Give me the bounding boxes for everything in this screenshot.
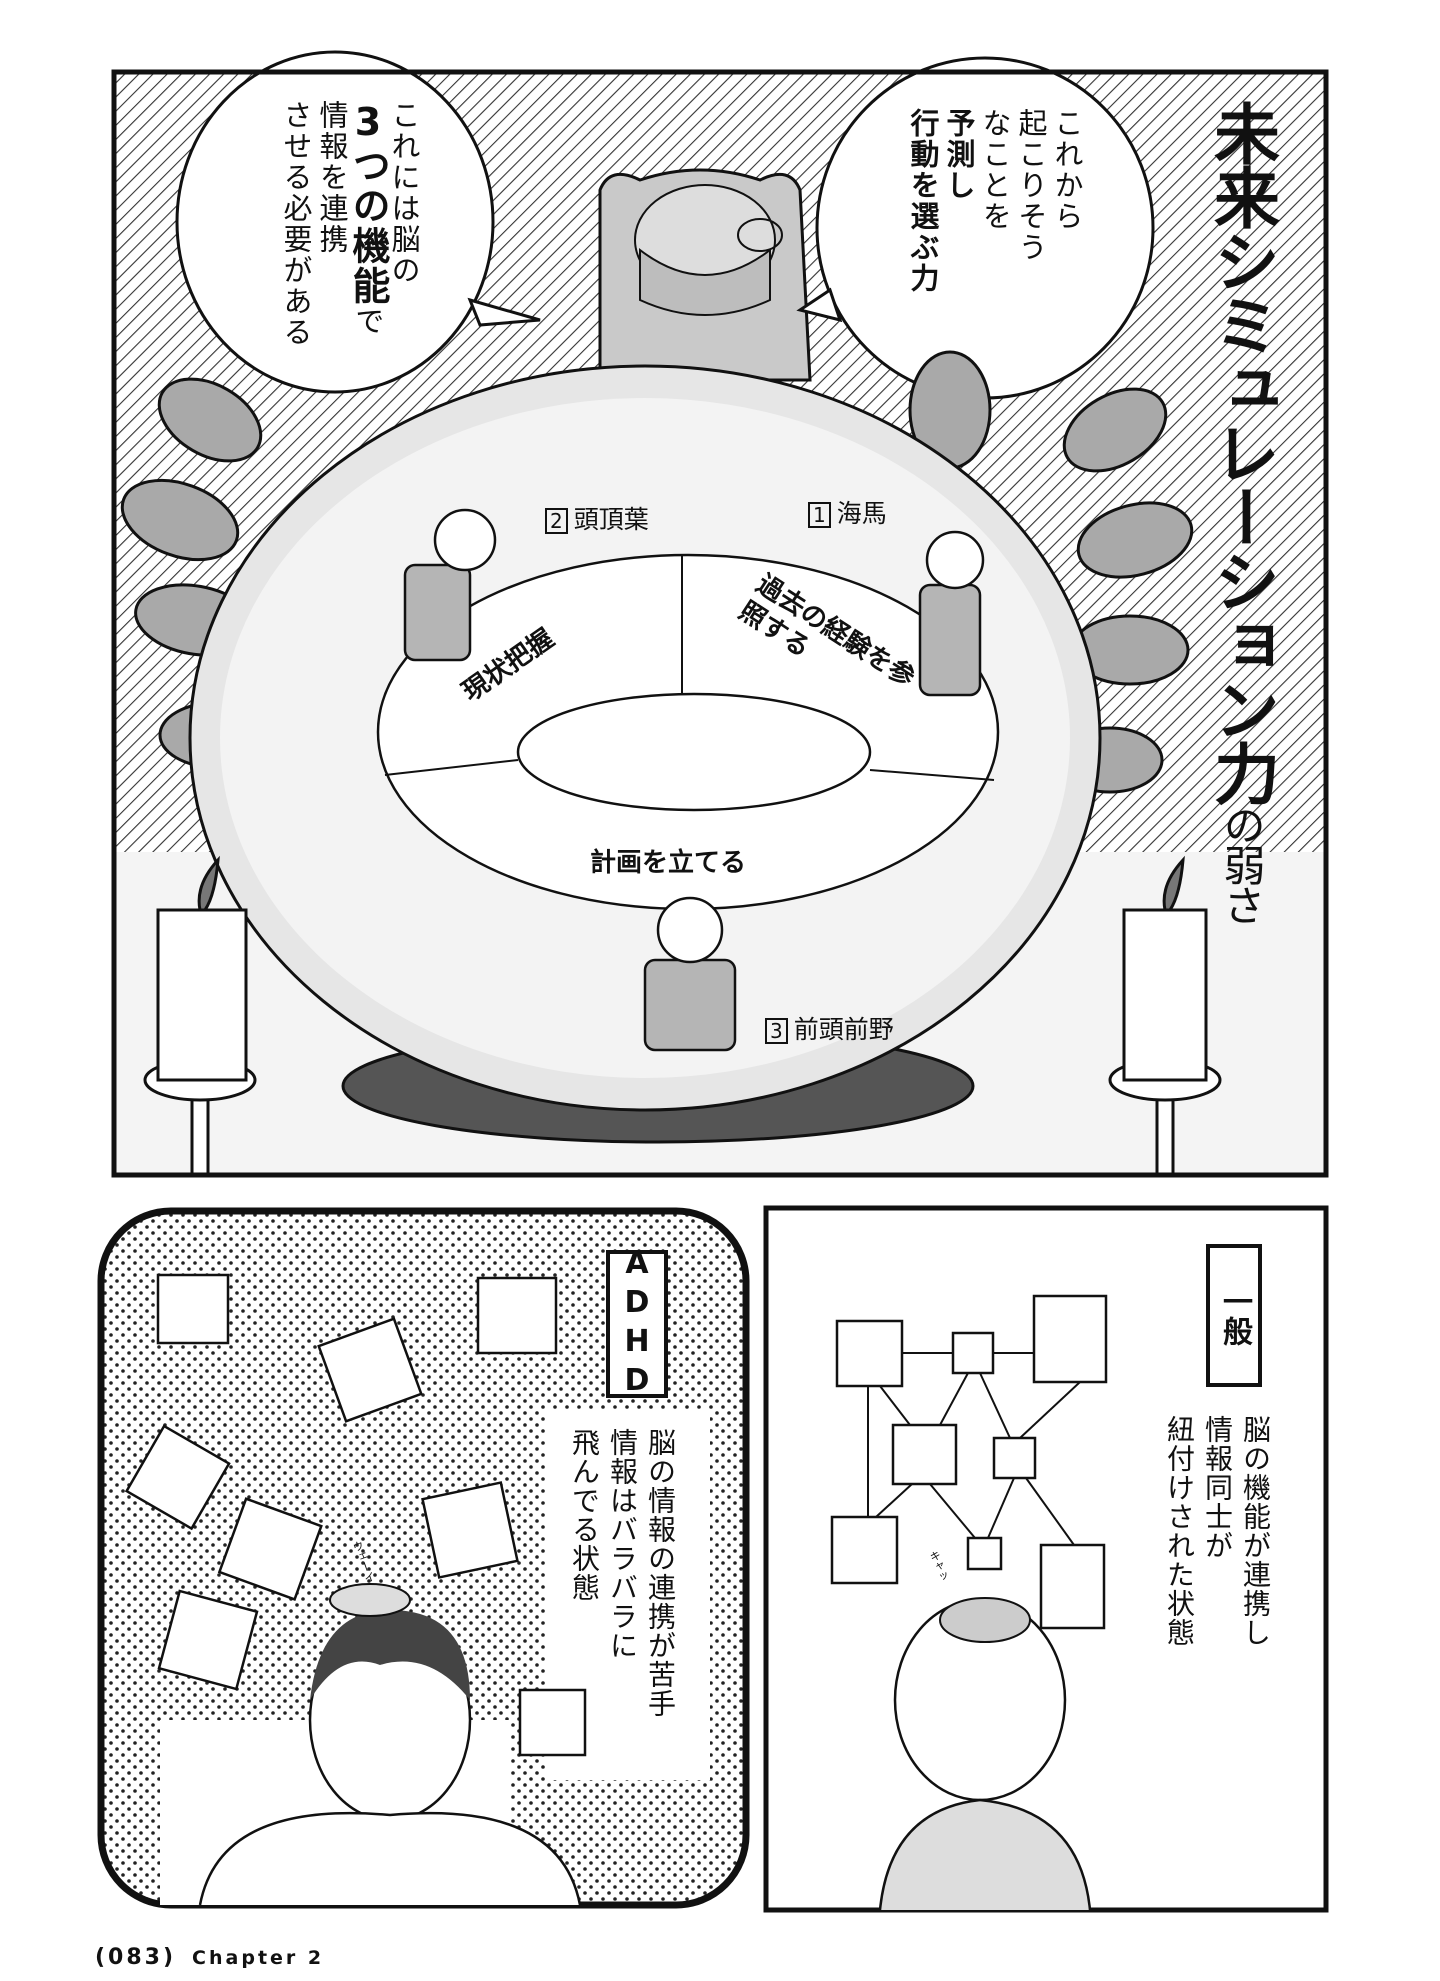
bubble-line: これには脳の bbox=[387, 100, 421, 286]
adhd-tag: ADHD bbox=[606, 1246, 668, 1402]
speech-bubble-left: これには脳の 3つの機能で 情報を連携 させる必要がある bbox=[278, 100, 422, 348]
speech-bubble-right: これから 起こりそう なことを 予測し 行動を選ぶ力 bbox=[905, 108, 1085, 294]
adhd-description: 脳の情報の連携が苦手 情報はバラバラに 飛んでる状態 bbox=[565, 1428, 679, 1718]
title-sub: の弱さ bbox=[1217, 804, 1266, 924]
top-panel bbox=[111, 50, 1329, 1178]
description-line: 脳の情報の連携が苦手 bbox=[644, 1428, 677, 1718]
bubble-line-emphasis: 3つの機能 bbox=[346, 100, 390, 306]
bubble-line: これから bbox=[1050, 108, 1084, 232]
description-line: 飛んでる状態 bbox=[568, 1428, 601, 1602]
description-line: 紐付けされた状態 bbox=[1163, 1415, 1196, 1647]
title-main: 未来シミュレーション力 bbox=[1203, 100, 1280, 804]
general-tag: 一般 bbox=[1206, 1244, 1262, 1387]
page-title: 未来シミュレーション力の弱さ bbox=[1203, 100, 1280, 924]
bubble-line-emphasis: 行動を選ぶ力 bbox=[906, 108, 940, 294]
description-line: 情報はバラバラに bbox=[606, 1428, 639, 1660]
bubble-line: で bbox=[351, 306, 385, 337]
bubble-line-emphasis: 予測し bbox=[942, 108, 976, 201]
adhd-panel-art bbox=[97, 1207, 750, 1909]
bubble-line: させる必要がある bbox=[279, 100, 313, 348]
description-line: 脳の機能が連携し bbox=[1239, 1415, 1272, 1647]
chapter-label: Chapter 2 bbox=[192, 1947, 325, 1969]
page-number: (083) bbox=[95, 1945, 177, 1970]
description-line: 情報同士が bbox=[1201, 1415, 1234, 1560]
bubble-line: 起こりそう bbox=[1014, 108, 1048, 263]
page-footer: (083) Chapter 2 bbox=[95, 1945, 324, 1970]
bubble-line: 情報を連携 bbox=[315, 100, 349, 255]
general-description: 脳の機能が連携し 情報同士が 紐付けされた状態 bbox=[1160, 1415, 1274, 1647]
puzzle-piece-planning: 計画を立てる bbox=[590, 848, 747, 878]
bubble-line: なことを bbox=[978, 108, 1012, 232]
